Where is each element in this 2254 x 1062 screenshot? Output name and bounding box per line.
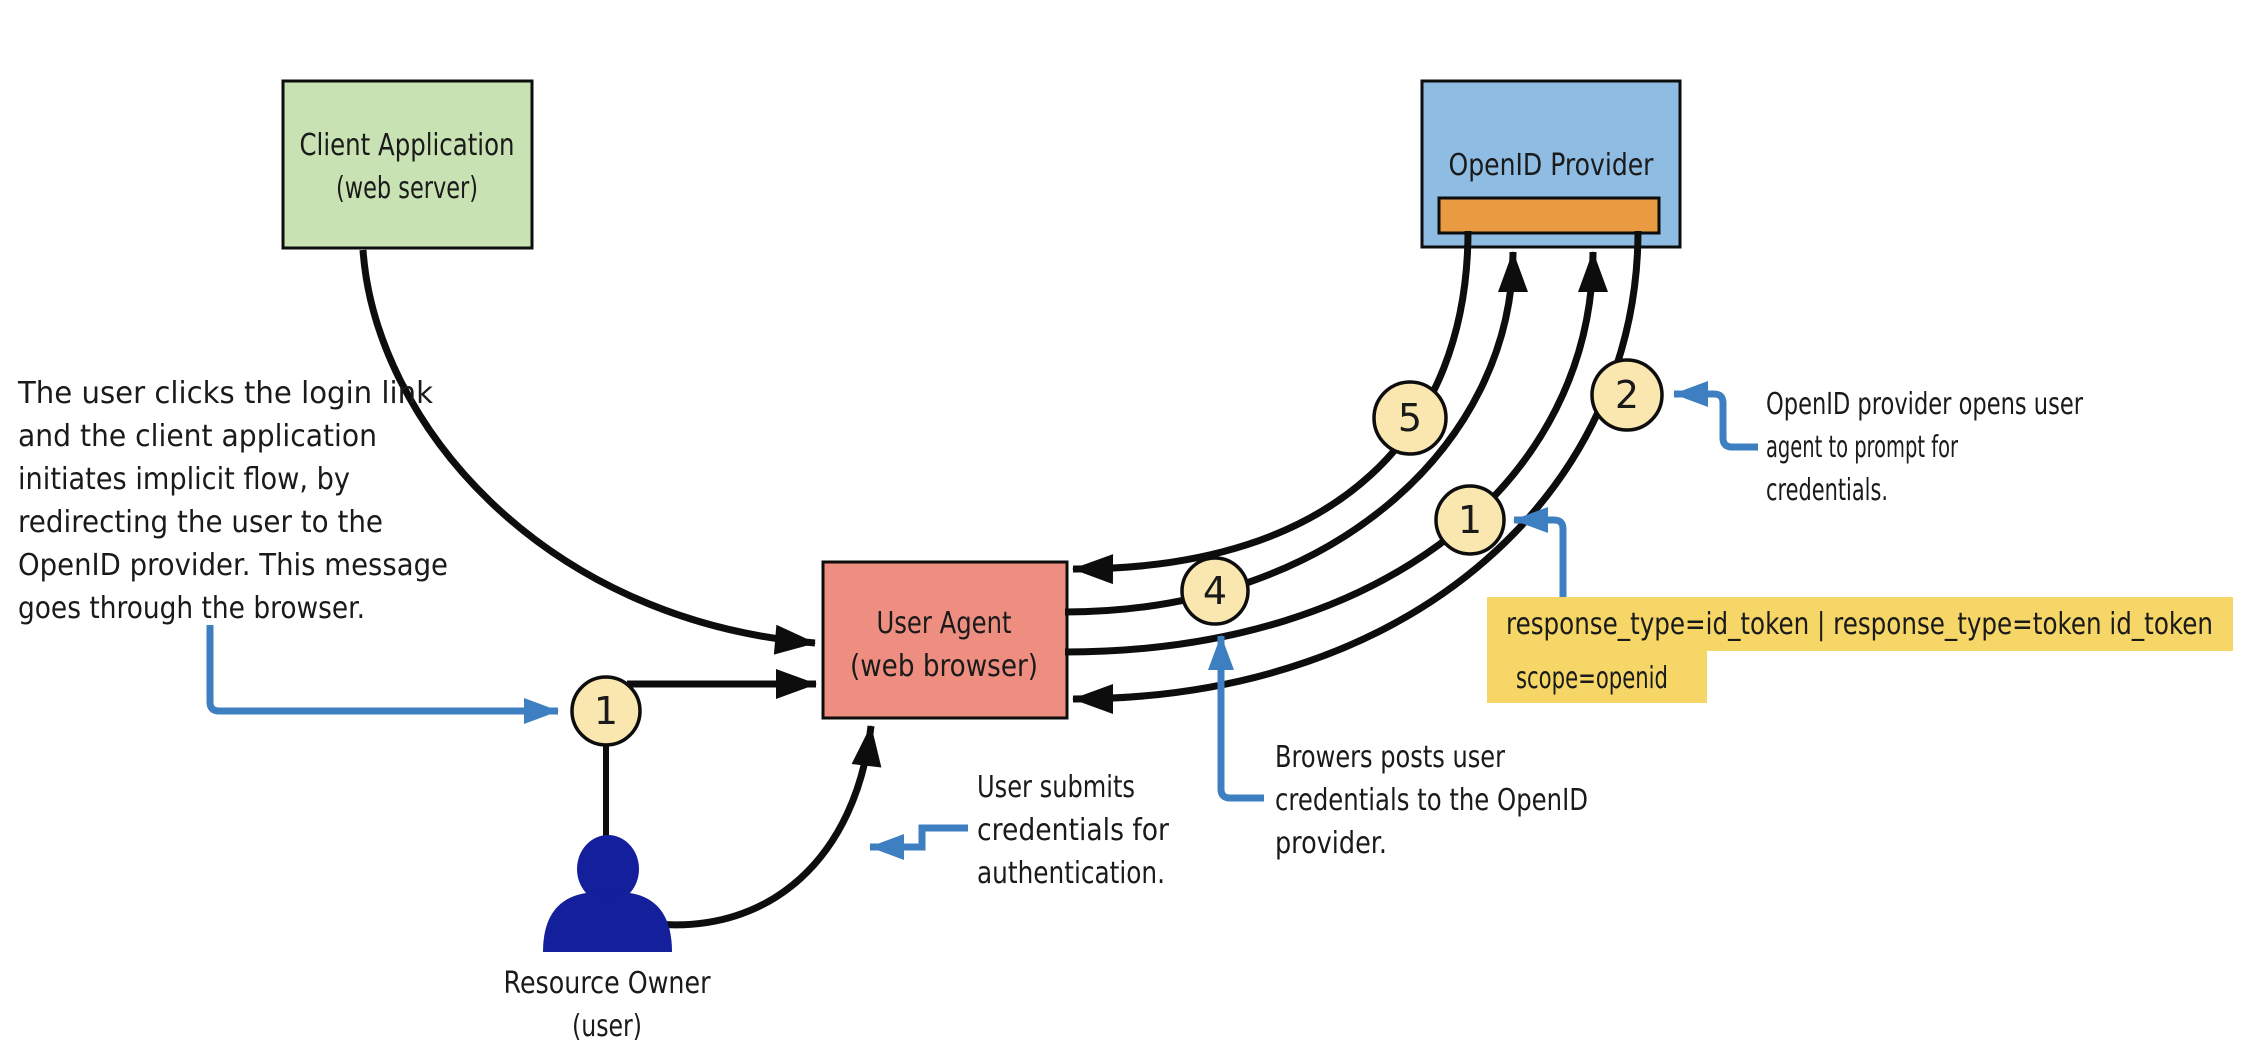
- annotation-user-submits: User submits credentials for authenticat…: [977, 770, 1170, 891]
- badge-step1-redirect: 1: [1434, 484, 1506, 556]
- user-agent-label: User Agent: [877, 606, 1012, 641]
- annotation-user-submits-line: User submits: [977, 770, 1135, 805]
- callout-arrow-login-click: [206, 625, 559, 724]
- annotation-provider-prompt-line: agent to prompt for: [1766, 430, 1958, 465]
- person-body: [543, 892, 672, 952]
- resource-owner-sublabel: (user): [572, 1009, 642, 1044]
- annotation-provider-prompt-line: credentials.: [1766, 473, 1888, 508]
- callout-arrow-params: [1513, 507, 1567, 599]
- annotation-provider-prompt-line: OpenID provider opens user: [1766, 387, 2083, 422]
- badge-step1-user-number: 1: [594, 689, 618, 733]
- annotation-user-submits-line: authentication.: [977, 856, 1165, 891]
- arrow-useragent-to-provider-step1: [1064, 251, 1608, 656]
- resource-owner-icon: [543, 835, 672, 952]
- annotation-provider-prompt: OpenID provider opens user agent to prom…: [1766, 387, 2083, 508]
- badge-step4: 4: [1180, 556, 1250, 626]
- user-agent-node: [821, 560, 1069, 720]
- callout-arrow-provider-prompt: [1673, 381, 1758, 451]
- badge-step4-circle: [1180, 556, 1250, 626]
- params-text-line2: scope=openid: [1516, 661, 1668, 696]
- annotation-browser-posts-line: Browers posts user: [1275, 740, 1506, 775]
- badge-step2-number: 2: [1615, 373, 1639, 417]
- annotation-login-click-line: redirecting the user to the: [18, 505, 383, 540]
- badge-step2: 2: [1590, 358, 1664, 432]
- badge-step5-circle: [1372, 380, 1448, 456]
- badge-step4-number: 4: [1203, 569, 1227, 613]
- arrow-provider-to-useragent-step2: [1072, 230, 1642, 714]
- arrow-provider-to-useragent-step5: [1072, 230, 1472, 585]
- badge-step1-redirect-circle: [1434, 484, 1506, 556]
- annotation-user-submits-line: credentials for: [977, 813, 1170, 848]
- openid-provider-node: OpenID Provider: [1420, 79, 1682, 249]
- annotation-browser-posts-line: credentials to the OpenID: [1275, 783, 1588, 818]
- badge-step1-user: 1: [570, 675, 642, 747]
- badge-step1-redirect-number: 1: [1458, 498, 1482, 542]
- client-application-sublabel: (web server): [336, 171, 478, 206]
- arrow-client-to-useragent: [359, 249, 816, 655]
- annotation-browser-posts-line: provider.: [1275, 826, 1387, 861]
- annotation-login-click-line: initiates implicit flow, by: [18, 462, 350, 497]
- annotation-browser-posts: Browers posts user credentials to the Op…: [1275, 740, 1588, 861]
- callout-arrow-user-submits: [869, 824, 968, 860]
- badge-step2-circle: [1590, 358, 1664, 432]
- annotation-login-click: The user clicks the login link and the c…: [17, 376, 448, 626]
- client-application-box: [281, 79, 534, 250]
- badge-step1-user-circle: [570, 675, 642, 747]
- openid-provider-label: OpenID Provider: [1449, 148, 1655, 183]
- user-agent-sublabel: (web browser): [850, 649, 1038, 684]
- callout-arrow-browser-posts: [1208, 635, 1264, 802]
- arrow-resourceowner-to-useragent: [655, 725, 882, 929]
- arrow-useragent-to-provider-step4: [1064, 251, 1528, 616]
- params-highlight-line2: [1487, 651, 1707, 703]
- user-agent-box: [821, 560, 1069, 720]
- annotation-login-click-line: The user clicks the login link: [17, 376, 434, 411]
- badge-step5-number: 5: [1398, 396, 1422, 440]
- provider-endpoint-bar: [1437, 196, 1661, 235]
- request-params-highlight: response_type=id_token | response_type=t…: [1487, 597, 2233, 703]
- client-application-label: Client Application: [300, 128, 515, 163]
- person-head: [577, 835, 639, 903]
- resource-owner-label: Resource Owner: [504, 966, 712, 1001]
- badge-step5: 5: [1372, 380, 1448, 456]
- client-application-node: Client Application (web server): [281, 79, 534, 250]
- params-text-line1: response_type=id_token | response_type=t…: [1506, 607, 2213, 642]
- annotation-login-click-line: goes through the browser.: [18, 591, 365, 626]
- annotation-login-click-line: OpenID provider. This message: [18, 548, 448, 583]
- annotation-login-click-line: and the client application: [18, 419, 377, 454]
- params-highlight-line1: [1487, 597, 2233, 651]
